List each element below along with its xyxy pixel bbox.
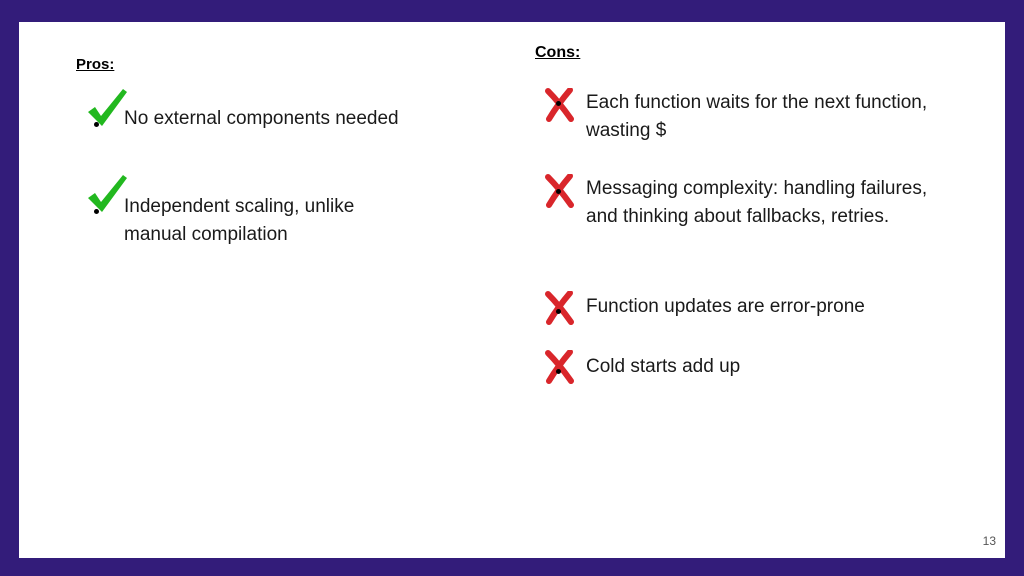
- cons-item-text: Function updates are error-prone: [586, 296, 865, 317]
- bullet-dot: [556, 309, 561, 314]
- x-icon: [544, 349, 574, 389]
- pros-item-text: No external components needed: [124, 108, 399, 129]
- cons-item: Function updates are error-prone: [556, 293, 936, 321]
- pros-heading: Pros:: [76, 56, 115, 73]
- pros-item-text: Independent scaling, unlike manual compi…: [124, 196, 355, 245]
- pros-item: No external components needed: [94, 105, 414, 133]
- bullet-dot: [556, 101, 561, 106]
- pros-item: Independent scaling, unlike manual compi…: [94, 193, 414, 249]
- cons-item: Cold starts add up: [556, 353, 936, 381]
- cons-item-text: Cold starts add up: [586, 356, 741, 377]
- x-icon: [544, 87, 574, 127]
- check-icon: [85, 86, 129, 133]
- cons-item: Each function waits for the next functio…: [556, 89, 936, 145]
- bullet-dot: [94, 209, 99, 214]
- bullet-dot: [556, 189, 561, 194]
- page-number: 13: [982, 534, 996, 548]
- bullet-dot: [94, 122, 99, 127]
- x-icon: [544, 290, 574, 330]
- check-icon: [85, 172, 129, 219]
- bullet-dot: [556, 369, 561, 374]
- cons-item-text: Messaging complexity: handling failures,…: [586, 178, 928, 227]
- cons-item-text: Each function waits for the next functio…: [586, 92, 928, 141]
- cons-item: Messaging complexity: handling failures,…: [556, 175, 936, 231]
- slide: Pros: Cons: No external components neede…: [19, 22, 1005, 558]
- cons-heading: Cons:: [535, 44, 581, 61]
